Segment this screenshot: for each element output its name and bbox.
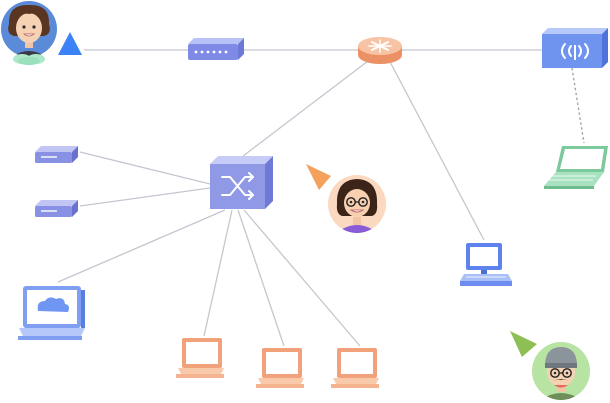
wireless-access-point-icon[interactable] [542,28,608,68]
router-icon[interactable] [358,37,402,64]
link-modem-left-2-to-switch [79,187,211,207]
desktop-computer-icon[interactable] [460,243,512,286]
cursor-arrow-icon [306,164,331,190]
modem-icon[interactable] [35,200,78,217]
network-switch-icon[interactable] [210,156,273,209]
links-layer [57,49,585,347]
link-access-point-to-laptop-right [571,67,585,144]
desktop-computer-icon[interactable] [256,348,304,388]
desktop-computer-icon[interactable] [176,338,224,378]
cursor-arrow-icon [58,32,82,55]
person-avatar-icon[interactable] [532,342,590,402]
modem-icon[interactable] [35,146,78,163]
link-switch-to-desktop-2 [237,209,285,347]
person-avatar-icon[interactable] [328,175,386,234]
modem-icon[interactable] [188,38,244,60]
cloud-laptop-icon[interactable] [18,286,85,340]
desktop-computer-icon[interactable] [331,348,379,388]
person-avatar-icon[interactable] [1,1,57,65]
link-router-to-desktop-right [387,57,485,241]
laptop-icon[interactable] [544,146,608,189]
link-switch-to-laptop-cloud [57,209,226,283]
link-router-to-switch [242,57,373,157]
link-switch-to-desktop-3 [243,209,361,347]
link-switch-to-desktop-1 [203,209,233,337]
cursor-arrow-icon [510,331,537,357]
link-modem-left-1-to-switch [79,151,211,185]
